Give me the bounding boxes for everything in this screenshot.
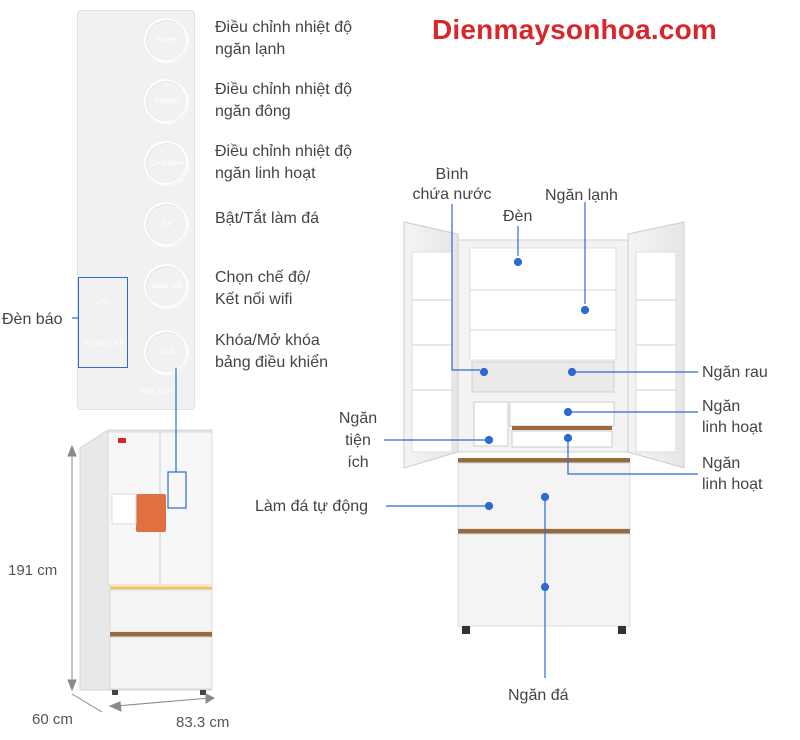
light-label: Đèn	[503, 208, 533, 225]
flex-drawer-1-label-line1: Ngăn	[702, 398, 741, 415]
brand-watermark: Dienmaysonhoa.com	[432, 14, 718, 45]
auto-ice-label: Làm đá tự động	[255, 498, 369, 515]
utility-label-line1: Ngăn	[338, 410, 378, 427]
flex-temp-label-line1: Điều chỉnh nhiệt độ	[215, 143, 352, 160]
fridge-temp-label-line1: Điều chỉnh nhiệt độ	[215, 19, 352, 36]
callouts	[384, 202, 698, 678]
fridge-compartment-label: Ngăn lạnh	[545, 187, 618, 204]
utility-label-line2: tiện	[345, 432, 371, 449]
indicator-label: Đèn báo	[2, 311, 63, 328]
mode-wifi-label-line2: Kết nối wifi	[215, 291, 293, 308]
panel-button-rings	[144, 18, 188, 374]
water-tank-label-line1: Bình	[435, 166, 469, 183]
fridge-temp-label-line2: ngăn lạnh	[215, 41, 286, 58]
freezer-temp-label-line2: ngăn đông	[215, 103, 291, 120]
fridge-front-view	[79, 429, 213, 695]
freezer-label: Ngăn đá	[508, 687, 569, 704]
indicator-text: Sensing OFF	[83, 340, 125, 347]
flex-temp-label-line2: ngăn linh hoạt	[215, 165, 316, 182]
indicator-callout-box: ◠ Sensing OFF	[78, 277, 128, 368]
width-label: 83.3 cm	[176, 714, 230, 731]
fridge-open-view	[403, 221, 685, 634]
wifi-icon: ◠	[97, 296, 110, 312]
depth-label: 60 cm	[32, 711, 73, 728]
flex-drawer-1-label-line2: linh hoạt	[702, 419, 763, 436]
ice-toggle-label: Bật/Tắt làm đá	[215, 210, 320, 227]
mode-wifi-label-line1: Chọn chế độ/	[215, 269, 311, 286]
flex-drawer-2-label-line2: linh hoạt	[702, 476, 763, 493]
freezer-temp-label-line1: Điều chỉnh nhiệt độ	[215, 81, 352, 98]
flex-drawer-2-label-line1: Ngăn	[702, 455, 741, 472]
dimension-lines	[67, 444, 216, 713]
lock-label-line2: bảng điều khiển	[215, 354, 328, 371]
height-label: 191 cm	[8, 562, 58, 579]
vegetable-drawer-label: Ngăn rau	[702, 364, 768, 381]
lock-label-line1: Khóa/Mở khóa	[215, 332, 320, 349]
panel-bottom-brand: Hold 3sec	[140, 388, 172, 395]
utility-label-line3: ích	[347, 454, 369, 471]
water-tank-label-line2: chứa nước	[412, 186, 492, 203]
